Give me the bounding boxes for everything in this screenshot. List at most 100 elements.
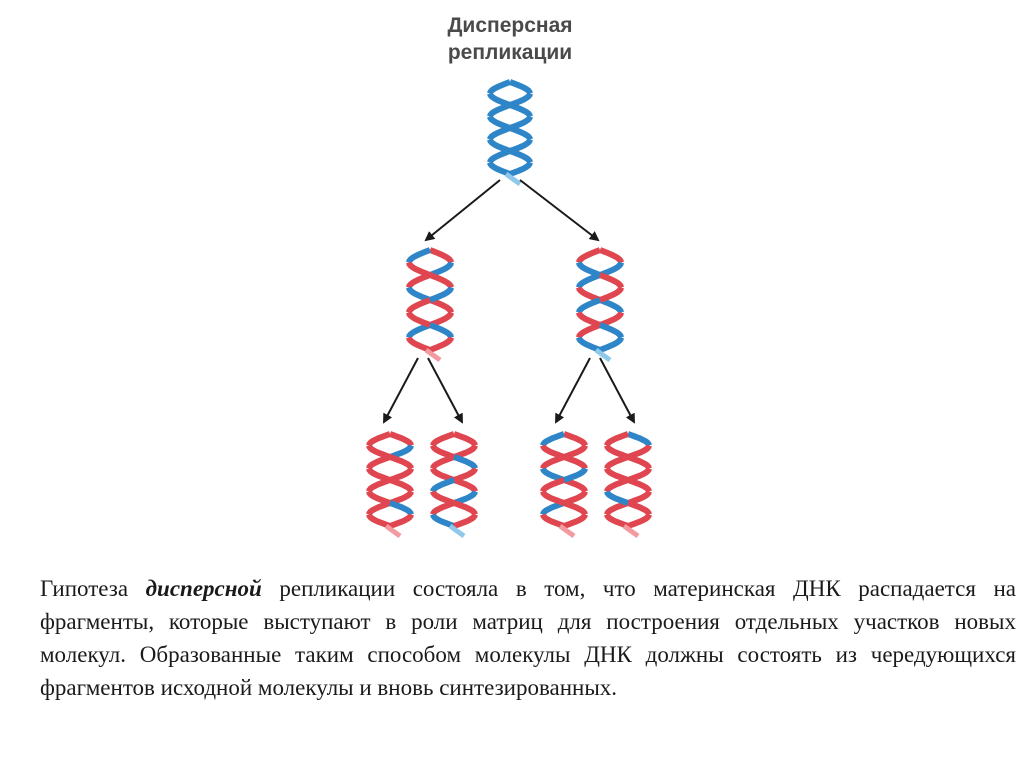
- helix-strand-segment: [389, 467, 414, 483]
- helix-strand-segment: [430, 513, 455, 529]
- helix-strand-segment: [406, 261, 432, 278]
- helix-strand-segment: [540, 454, 565, 470]
- helix-strand-segment: [487, 115, 512, 131]
- helix-strand-segment: [576, 286, 602, 303]
- helix-strand-segment: [540, 444, 565, 460]
- helix-generation-0: [487, 79, 533, 187]
- helix-strand-segment: [366, 513, 391, 529]
- helix-strand-segment: [430, 454, 455, 470]
- helix-strand-segment: [563, 477, 588, 493]
- helix-strand-segment: [508, 125, 533, 141]
- helix-strand-segment: [389, 444, 414, 460]
- helix-strand-segment: [540, 467, 565, 483]
- helix-strand-segment: [604, 500, 629, 516]
- helix-strand-end: [594, 347, 612, 363]
- helix-strand-segment: [453, 513, 478, 529]
- helix-strand-segment: [366, 490, 391, 506]
- helix-strand-segment: [453, 490, 478, 506]
- helix-strand-segment: [487, 125, 512, 141]
- helix-strand-segment: [453, 467, 478, 483]
- helix-strand-segment: [627, 454, 652, 470]
- helix-strand-segment: [366, 467, 391, 483]
- helix-generation-2-c: [540, 431, 588, 539]
- helix-strand-segment: [453, 454, 478, 470]
- helix-strand-segment: [540, 490, 565, 506]
- replication-diagram: [366, 79, 652, 539]
- helix-strand-segment: [430, 490, 455, 506]
- helix-strand-segment: [487, 102, 512, 118]
- arrow-to-generation-2-c: [555, 357, 591, 424]
- helix-strand-segment: [604, 490, 629, 506]
- helix-strand-segment: [627, 490, 652, 506]
- helix-strand-segment: [540, 477, 565, 493]
- helix-strand-segment: [366, 444, 391, 460]
- helix-strand-segment: [428, 297, 454, 314]
- helix-strand-segment: [487, 161, 512, 177]
- helix-strand-segment: [406, 297, 432, 314]
- helix-strand-segment: [453, 431, 478, 447]
- helix-strand-segment: [406, 322, 432, 339]
- helix-strand-segment: [430, 431, 455, 447]
- helix-strand-segment: [627, 513, 652, 529]
- helix-strand-segment: [366, 500, 391, 516]
- helix-strand-segment: [430, 467, 455, 483]
- helix-strand-segment: [563, 431, 588, 447]
- helix-strand-segment: [406, 247, 432, 264]
- helix-strand-segment: [576, 247, 602, 264]
- helix-generation-2-d: [604, 431, 652, 539]
- helix-strand-segment: [576, 311, 602, 328]
- helix-strand-segment: [576, 272, 602, 289]
- helix-strand-segment: [430, 477, 455, 493]
- helix-strand-segment: [389, 454, 414, 470]
- helix-generation-2-a: [366, 431, 414, 539]
- helix-strand-segment: [406, 336, 432, 353]
- helix-strand-segment: [366, 454, 391, 470]
- helix-strand-segment: [453, 444, 478, 460]
- helix-strand-segment: [604, 467, 629, 483]
- helix-strand-end: [384, 523, 402, 539]
- helix-strand-segment: [428, 261, 454, 278]
- helix-strand-segment: [453, 500, 478, 516]
- helix-strand-segment: [598, 272, 624, 289]
- helix-strand-segment: [576, 336, 602, 353]
- helix-strand-segment: [627, 467, 652, 483]
- helix-strand-segment: [389, 513, 414, 529]
- arrow-to-generation-1-right: [519, 179, 600, 242]
- arrow-to-generation-2-b: [427, 357, 463, 424]
- helix-strand-segment: [576, 297, 602, 314]
- helix-strand-segment: [563, 467, 588, 483]
- explanation-text: Гипотеза дисперсной репликации состояла …: [40, 572, 1016, 704]
- caption-start: Гипотеза: [40, 576, 146, 601]
- helix-strand-end: [504, 171, 522, 187]
- helix-strand-segment: [627, 477, 652, 493]
- helix-strand-segment: [366, 431, 391, 447]
- helix-strand-segment: [576, 261, 602, 278]
- helix-strand-segment: [428, 322, 454, 339]
- helix-generation-1-right: [576, 247, 624, 363]
- arrow-to-generation-2-d: [599, 357, 635, 424]
- helix-generation-2-b: [430, 431, 478, 539]
- helix-strand-segment: [428, 311, 454, 328]
- helix-strand-segment: [598, 247, 624, 264]
- helix-strand-segment: [487, 148, 512, 164]
- helix-strand-segment: [627, 431, 652, 447]
- helix-strand-segment: [598, 286, 624, 303]
- helix-strand-segment: [604, 477, 629, 493]
- helix-strand-segment: [487, 79, 512, 95]
- helix-strand-segment: [604, 513, 629, 529]
- diagram-title: Дисперсная репликации: [380, 12, 640, 66]
- helix-strand-segment: [598, 261, 624, 278]
- helix-strand-segment: [627, 500, 652, 516]
- helix-strand-segment: [508, 161, 533, 177]
- helix-strand-segment: [430, 444, 455, 460]
- caption-rest: репликации состояла в том, что материнск…: [40, 576, 1016, 700]
- helix-strand-segment: [406, 311, 432, 328]
- helix-strand-segment: [598, 336, 624, 353]
- helix-strand-segment: [389, 431, 414, 447]
- helix-strand-segment: [389, 477, 414, 493]
- helix-strand-segment: [508, 79, 533, 95]
- helix-strand-segment: [563, 444, 588, 460]
- helix-strand-segment: [406, 272, 432, 289]
- helix-strand-segment: [627, 444, 652, 460]
- helix-strand-segment: [508, 138, 533, 154]
